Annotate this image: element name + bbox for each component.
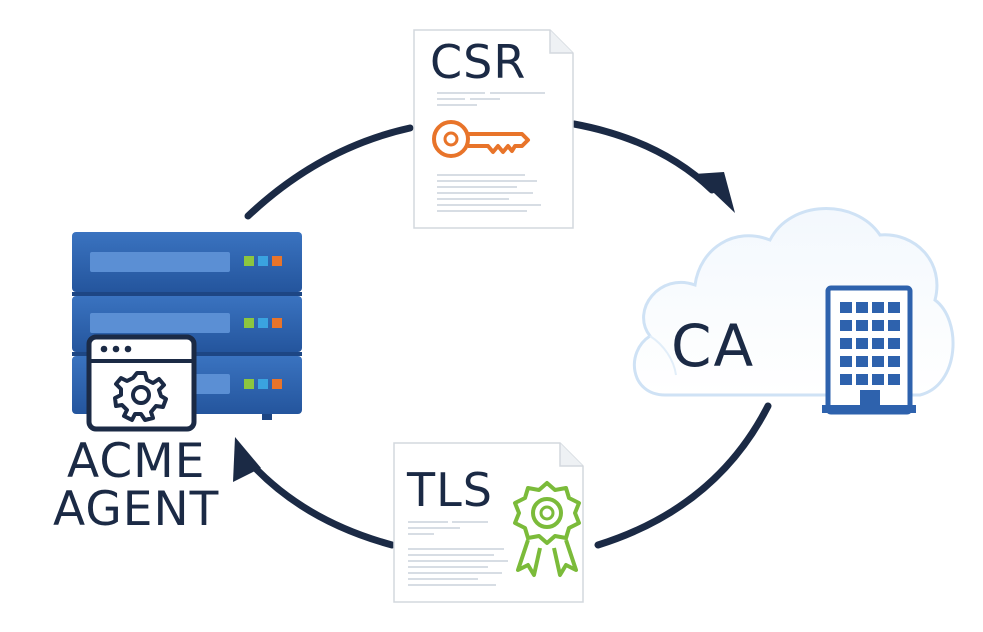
arrowhead-to-agent [233, 437, 261, 482]
key-icon [432, 120, 530, 158]
building-icon [822, 285, 916, 415]
arrow-csr-to-ca [570, 120, 716, 194]
cloud-inner-outline [649, 335, 677, 376]
tls-document [393, 442, 584, 603]
building-windows [840, 302, 900, 407]
csr-text-lines [437, 92, 545, 212]
arrowhead-to-ca [694, 172, 735, 213]
arrowheads [233, 172, 735, 482]
tls-title: TLS [407, 463, 493, 517]
tls-text-lines [408, 521, 508, 586]
arrow-ca-to-tls [594, 402, 772, 549]
arrow-agent-to-csr [244, 124, 414, 220]
gear-icon [113, 371, 168, 422]
csr-title: CSR [430, 35, 527, 89]
agent-label-line2: AGENT [53, 482, 220, 537]
acme-agent-label: ACME AGENT [53, 438, 219, 534]
arrow-tls-to-agent [242, 454, 396, 549]
settings-window-icon [86, 334, 197, 432]
csr-document [413, 29, 574, 229]
ca-label: CA [671, 312, 756, 380]
agent-label-line1: ACME [67, 434, 206, 489]
server-unit-1 [72, 232, 302, 292]
certificate-badge-icon [513, 481, 581, 577]
